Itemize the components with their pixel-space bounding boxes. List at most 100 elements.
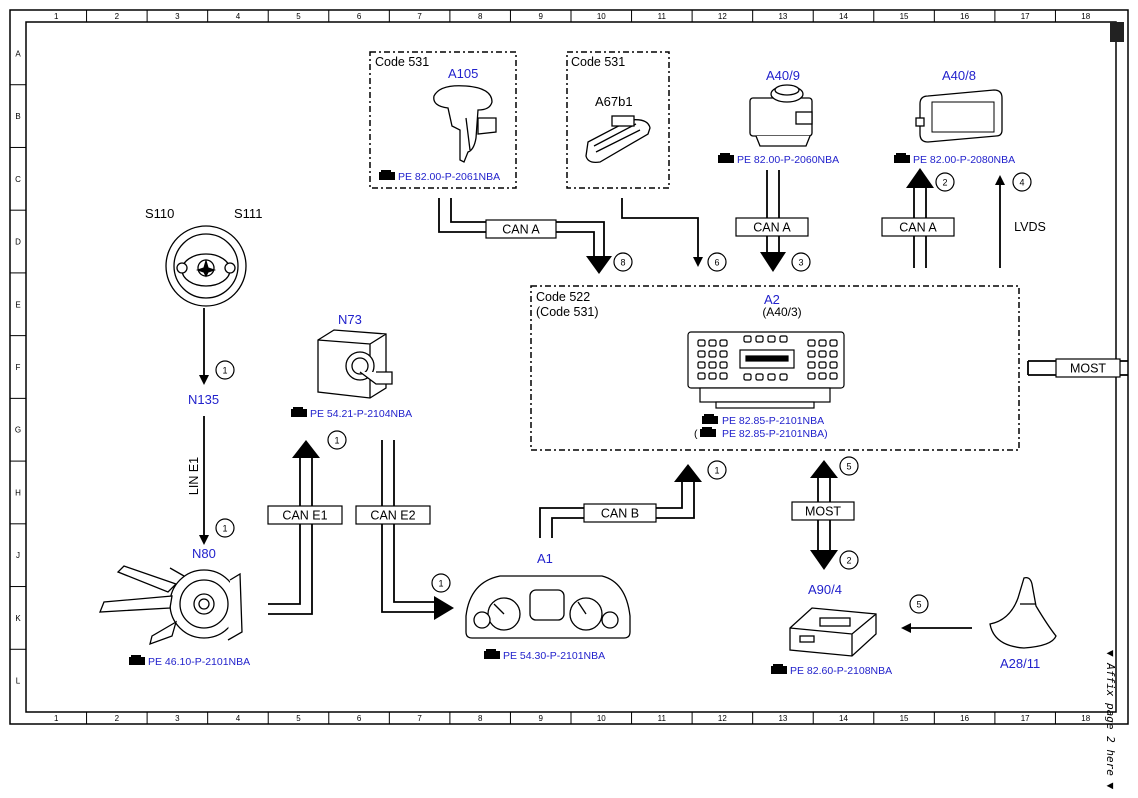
label-n73: N73 [338, 312, 362, 327]
ref-a2-sub: PE 82.85-P-2101NBA) [722, 428, 828, 440]
reference-book-icon [379, 170, 395, 180]
bus-label-lin-e1: LIN E1 [187, 457, 201, 495]
head-unit-button [708, 339, 717, 347]
label-n80: N80 [192, 546, 216, 561]
reference-book-icon [700, 427, 716, 437]
bus-label-can-a-1: CAN A [502, 223, 540, 237]
grid-col-label: 14 [839, 12, 848, 21]
head-unit-button [708, 372, 717, 380]
grid-col-label: 12 [718, 12, 727, 21]
head-unit-button [807, 339, 816, 347]
head-unit-button [807, 372, 816, 380]
grid-row-label: B [15, 112, 20, 121]
grid-col-label: 6 [357, 12, 362, 21]
head-unit-button [767, 373, 776, 381]
marker-5-antenna: 5 [916, 600, 921, 610]
reference-book-icon [894, 153, 910, 163]
marker-1-can-b: 1 [714, 466, 719, 476]
marker-2-most: 2 [846, 556, 851, 566]
a67b1-mirror-icon [585, 115, 651, 164]
head-unit-button [719, 350, 728, 358]
head-unit-button [697, 372, 706, 380]
grid-col-label: 16 [960, 714, 969, 723]
head-unit-button [829, 372, 838, 380]
marker-1-n80: 1 [222, 524, 227, 534]
grid-col-label: 17 [1021, 714, 1030, 723]
ref-a40-8: PE 82.00-P-2080NBA [913, 154, 1015, 166]
code522-box-a2 [530, 285, 1020, 451]
grid-col-label: 4 [236, 12, 241, 21]
arrowheads [292, 168, 934, 620]
grid-row-label: F [16, 363, 21, 372]
grid-col-label: 13 [778, 714, 787, 723]
ref-n73: PE 54.21-P-2104NBA [310, 408, 412, 420]
bus-label-can-a-2: CAN A [753, 221, 791, 235]
grid-col-label: 8 [478, 12, 483, 21]
grid-col-label: 7 [417, 12, 422, 21]
head-unit-button [743, 335, 752, 343]
grid-col-label: 5 [296, 12, 301, 21]
reference-book-icon [718, 153, 734, 163]
marker-5-most: 5 [846, 462, 851, 472]
grid-col-label: 11 [658, 714, 667, 723]
reference-book-icons [129, 153, 910, 674]
head-unit-button [779, 335, 788, 343]
grid-row-label: G [15, 426, 21, 435]
grid-row-label: E [15, 300, 20, 309]
grid-col-label: 5 [296, 714, 301, 723]
grid-col-label: 4 [236, 714, 241, 723]
code-label-531-a: Code 531 [375, 55, 429, 69]
ref-a105: PE 82.00-P-2061NBA [398, 171, 500, 183]
grid-col-label: 2 [115, 714, 120, 723]
bus-label-can-e2: CAN E2 [370, 509, 415, 523]
grid-col-label: 1 [54, 12, 59, 21]
outer-frame [9, 9, 1129, 725]
a40-8-display-icon [915, 89, 1003, 143]
head-unit-button [755, 335, 764, 343]
grid-col-label: 15 [900, 714, 909, 723]
grid-labels: 1122334455667788991010111112121313141415… [15, 12, 1091, 723]
marker-2-a40-8: 2 [942, 178, 947, 188]
label-a28-11: A28/11 [1000, 656, 1040, 671]
head-unit-button [807, 350, 816, 358]
grid-col-label: 9 [538, 714, 543, 723]
bus-label-can-b: CAN B [601, 507, 639, 521]
code-label-522: Code 522 [536, 290, 590, 304]
can-a-label-box-1 [485, 219, 557, 239]
a105-gear-selector-icon [433, 85, 497, 163]
head-unit-button [807, 361, 816, 369]
a90-4-module-icon [789, 607, 877, 657]
label-a90-4: A90/4 [808, 582, 842, 597]
reference-book-icon [291, 407, 307, 417]
label-n135: N135 [188, 392, 219, 407]
head-unit-button [708, 361, 717, 369]
bus-label-most-mid: MOST [805, 505, 841, 519]
marker-circles [215, 172, 1032, 614]
a1-instrument-cluster-icon [465, 575, 631, 639]
steering-wheel-icon [165, 225, 247, 307]
grid-col-label: 14 [839, 714, 848, 723]
grid-col-label: 9 [538, 12, 543, 21]
grid-col-label: 10 [597, 714, 606, 723]
code531-box-a67b1 [566, 51, 670, 189]
grid-col-label: 11 [658, 12, 667, 21]
can-b-label-box [583, 503, 657, 523]
label-s110: S110 [145, 206, 174, 221]
head-unit-button [697, 350, 706, 358]
grid-col-label: 3 [175, 714, 180, 723]
ref-a2: PE 82.85-P-2101NBA [722, 415, 824, 427]
grid-col-label: 12 [718, 714, 727, 723]
marker-1-a1: 1 [438, 579, 443, 589]
label-a40-8: A40/8 [942, 68, 976, 83]
head-unit-button [755, 373, 764, 381]
most-label-box-right [1055, 358, 1121, 378]
grid-row-label: H [15, 488, 21, 497]
a2-head-unit-icon [687, 331, 845, 409]
label-a40-9: A40/9 [766, 68, 800, 83]
most-label-box-mid [791, 501, 855, 521]
can-a-label-box-3 [881, 217, 955, 237]
grid-row-label: D [15, 238, 21, 247]
bus-label-can-e1: CAN E1 [282, 509, 327, 523]
head-unit-button [829, 350, 838, 358]
marker-1-n73: 1 [334, 436, 339, 446]
